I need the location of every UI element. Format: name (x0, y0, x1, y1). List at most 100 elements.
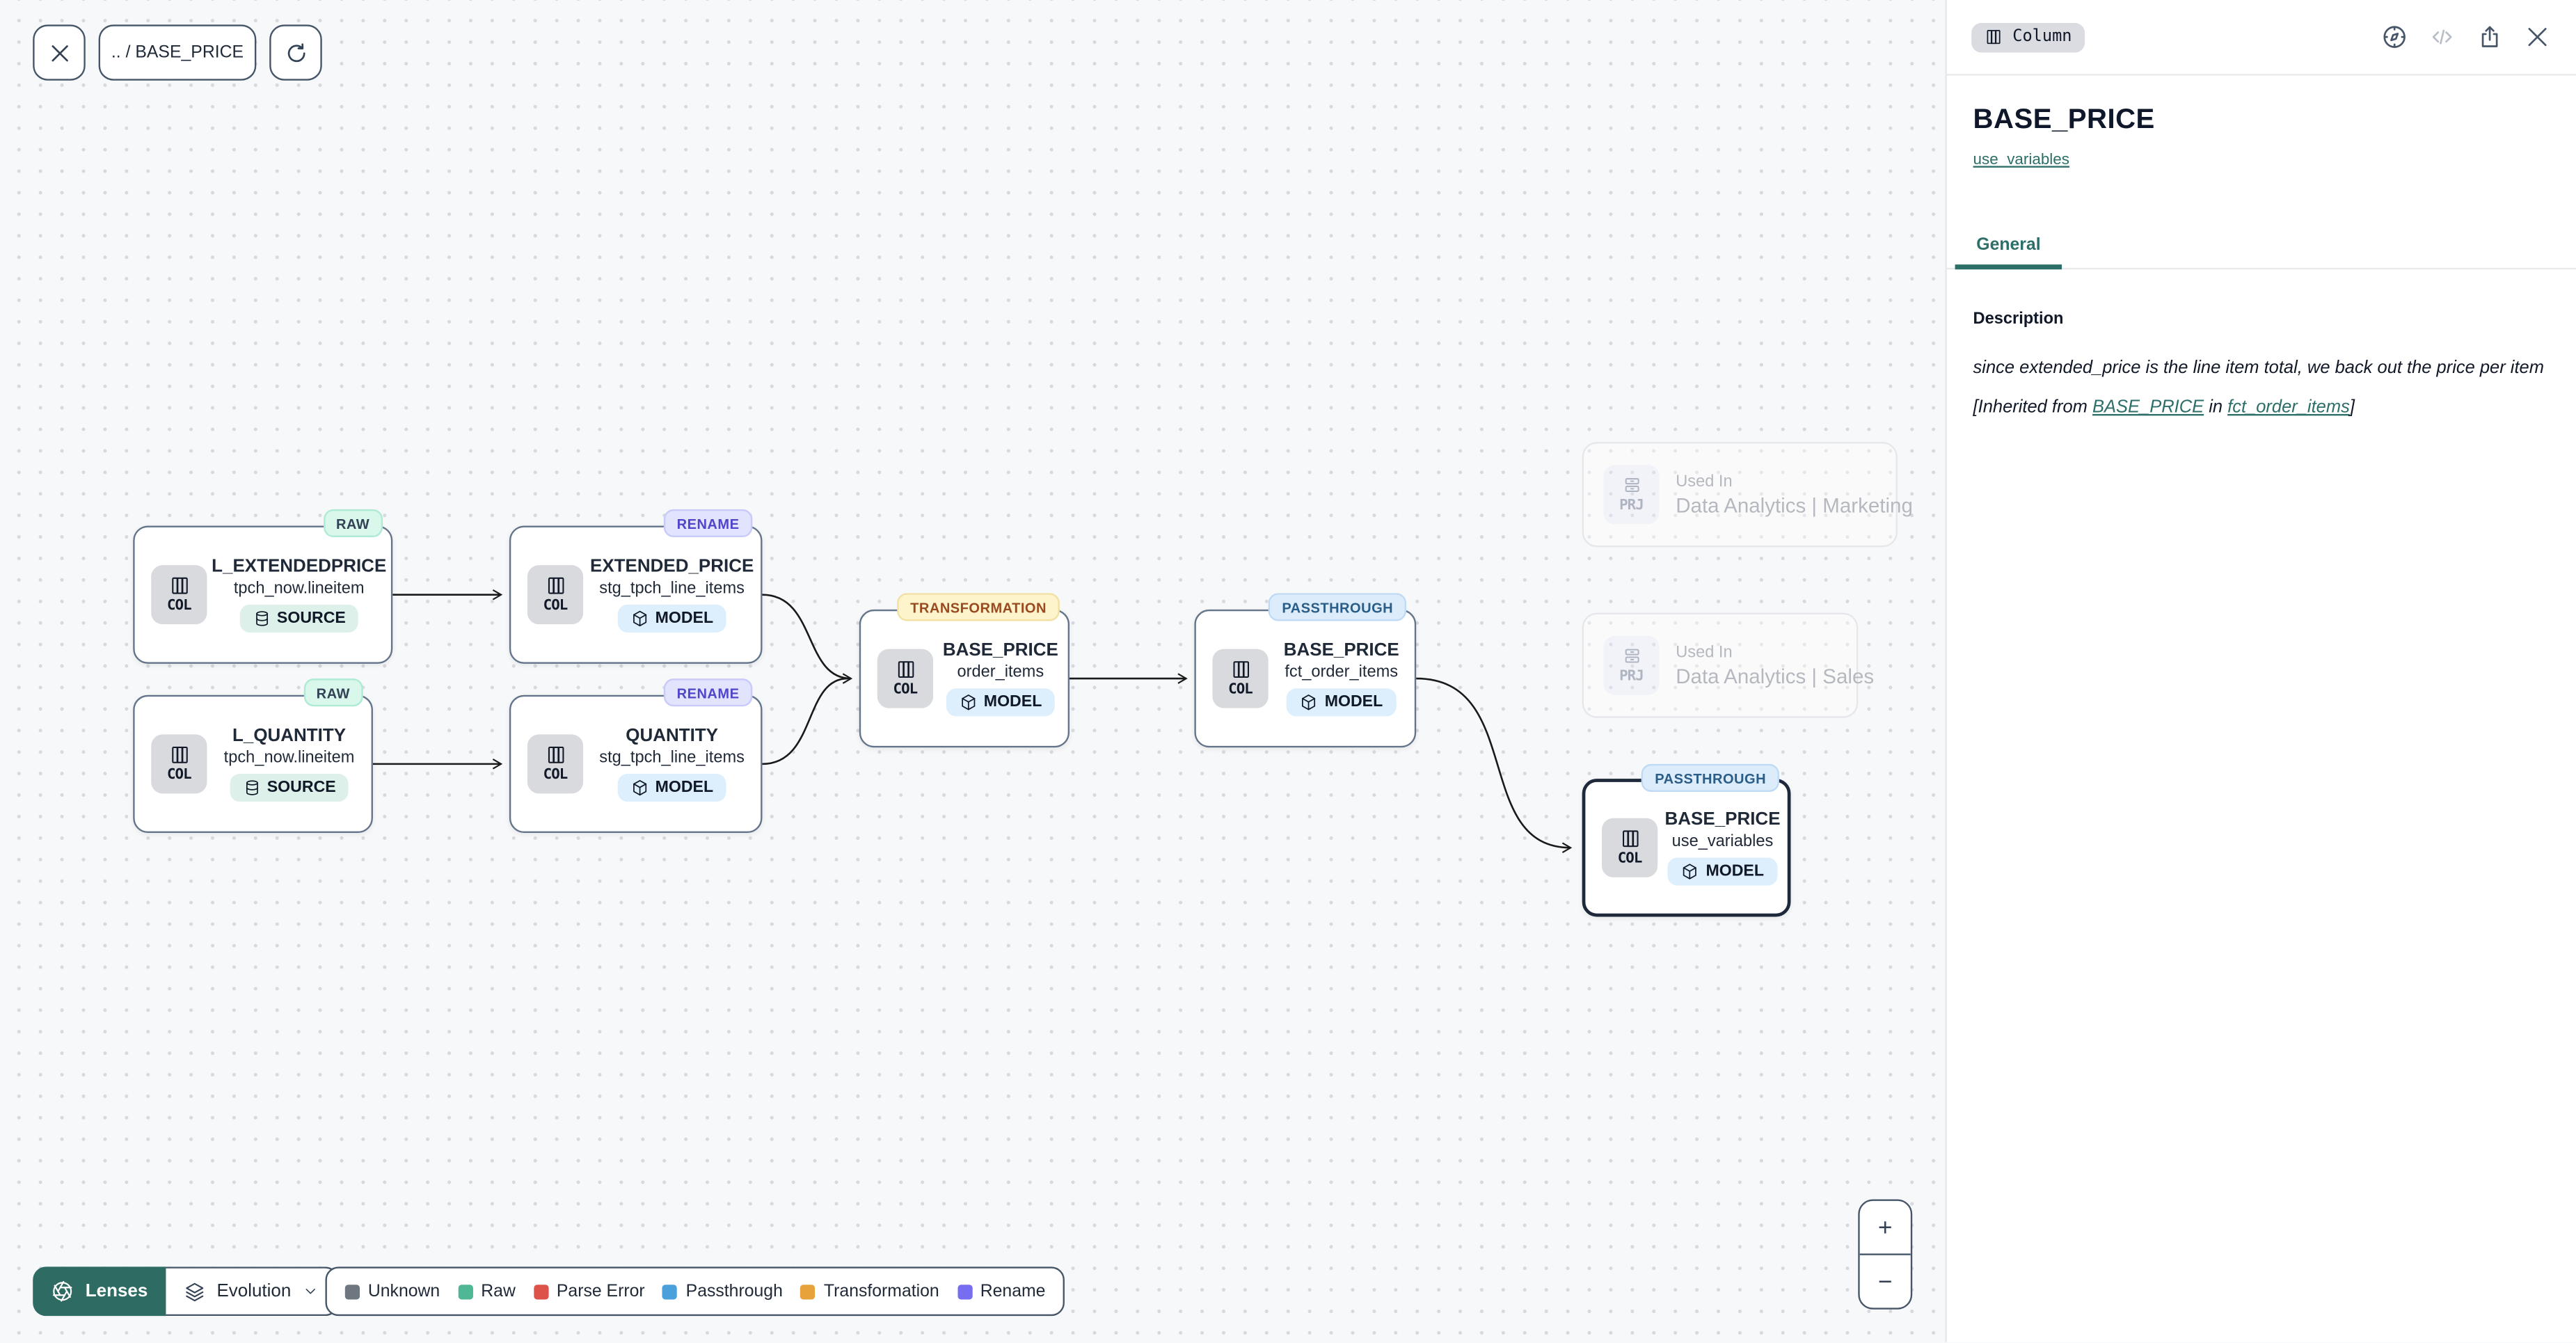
lenses-label: Lenses (85, 1281, 148, 1301)
columns-icon (171, 577, 187, 594)
columns-icon (1232, 661, 1248, 678)
legend-item-parse-error: Parse Error (533, 1282, 645, 1301)
cube-icon (961, 694, 975, 710)
tab-general[interactable]: General (1955, 222, 2062, 270)
node-title: L_EXTENDEDPRICE (212, 557, 387, 577)
legend-item-raw: Raw (458, 1282, 516, 1301)
cube-icon (1302, 694, 1316, 710)
node-subtitle: tpch_now.lineitem (233, 580, 365, 598)
node-subtitle: use_variables (1671, 833, 1774, 851)
model-type-chip: MODEL (1287, 688, 1397, 717)
legend-item-transformation: Transformation (800, 1282, 939, 1301)
lineage-node-l-extendedprice[interactable]: RAW COL L_EXTENDEDPRICE tpch_now.lineite… (133, 509, 393, 664)
details-panel: Column (1945, 0, 2576, 1343)
details-panel-header: Column (1946, 0, 2576, 76)
lineage-node-base-price-order-items[interactable]: TRANSFORMATION COL BASE_PRICE order_item… (859, 593, 1070, 748)
model-type-chip: MODEL (617, 604, 727, 633)
legend-swatch (957, 1284, 972, 1299)
layers-icon (186, 1282, 204, 1301)
chevron-down-icon (305, 1289, 316, 1294)
close-lineage-button[interactable] (33, 24, 86, 81)
lineage-node-base-price-use-variables[interactable]: PASSTHROUGH COL BASE_PRICE use_variables… (1582, 763, 1791, 917)
lineage-canvas[interactable]: .. / BASE_PRICE RAW COL L_EXTENDEDPRICE … (0, 0, 1946, 1343)
used-in-name: Data Analytics | Marketing (1676, 493, 1913, 517)
cube-icon (633, 779, 646, 796)
column-kind-chip: COL (527, 565, 584, 625)
zoom-controls: + − (1858, 1199, 1913, 1310)
node-subtitle: order_items (957, 663, 1044, 682)
node-title: BASE_PRICE (1283, 640, 1399, 661)
model-type-chip: MODEL (1668, 857, 1777, 886)
columns-icon (171, 746, 187, 763)
lens-badge-passthrough: PASSTHROUGH (1641, 763, 1779, 793)
description-text: since extended_price is the line item to… (1973, 358, 2544, 379)
evolution-lens-dropdown[interactable]: Evolution (166, 1266, 339, 1317)
node-title: EXTENDED_PRICE (590, 557, 754, 577)
model-type-chip: MODEL (617, 774, 727, 802)
node-subtitle: stg_tpch_line_items (599, 580, 745, 598)
legend-item-rename: Rename (957, 1282, 1045, 1301)
column-kind-chip: COL (1212, 649, 1269, 708)
column-kind-chip: COL (527, 734, 584, 794)
column-kind-chip: COL (877, 649, 934, 708)
view-code-button[interactable] (2428, 23, 2456, 51)
aperture-icon (52, 1280, 72, 1302)
lens-badge-raw: RAW (303, 678, 363, 707)
node-title: QUANTITY (626, 726, 719, 746)
page-title: BASE_PRICE (1973, 103, 2155, 135)
node-title: L_QUANTITY (232, 726, 347, 746)
inherited-note: [Inherited from BASE_PRICE in fct_order_… (1973, 398, 2355, 418)
columns-icon (1987, 30, 2001, 45)
legend-item-unknown: Unknown (344, 1282, 440, 1301)
lineage-node-l-quantity[interactable]: RAW COL L_QUANTITY tpch_now.lineitem SOU… (133, 678, 373, 834)
lens-badge-rename: RENAME (663, 678, 753, 707)
legend-swatch (344, 1284, 360, 1299)
column-kind-chip: COL (1601, 818, 1658, 877)
close-panel-button[interactable] (2523, 23, 2551, 51)
lineage-node-extended-price[interactable]: RENAME COL EXTENDED_PRICE stg_tpch_line_… (509, 509, 763, 664)
column-kind-chip: COL (151, 734, 207, 794)
close-icon (2528, 28, 2547, 47)
archive-icon (1624, 478, 1639, 493)
used-in-node-sales: PRJ Used In Data Analytics | Sales (1582, 612, 1874, 718)
explore-button[interactable] (2380, 23, 2408, 51)
model-link[interactable]: use_variables (1973, 151, 2069, 170)
node-title: BASE_PRICE (1664, 809, 1781, 830)
columns-icon (547, 577, 564, 594)
refresh-button[interactable] (269, 24, 322, 81)
lens-badge-passthrough: PASSTHROUGH (1269, 593, 1407, 621)
legend-swatch (533, 1284, 549, 1299)
columns-icon (897, 661, 914, 678)
columns-icon (547, 746, 564, 763)
columns-icon (1621, 830, 1638, 848)
compass-icon (2383, 26, 2406, 48)
cube-icon (1683, 864, 1697, 880)
panel-tabs: General (1946, 222, 2576, 270)
description-section: Description since extended_price is the … (1973, 310, 2550, 418)
lineage-node-base-price-fct-order-items[interactable]: PASSTHROUGH COL BASE_PRICE fct_order_ite… (1194, 593, 1417, 748)
database-icon (245, 780, 257, 795)
lenses-button[interactable]: Lenses (33, 1266, 166, 1317)
code-icon (2432, 29, 2452, 45)
cube-icon (633, 610, 646, 627)
share-button[interactable] (2476, 23, 2504, 51)
close-icon (51, 44, 67, 61)
lens-badge-rename: RENAME (663, 509, 753, 538)
inherited-model-link[interactable]: fct_order_items (2227, 398, 2350, 418)
archive-icon (1624, 649, 1639, 663)
lineage-node-quantity[interactable]: RENAME COL QUANTITY stg_tpch_line_items … (509, 678, 763, 834)
entity-type-badge: Column (1971, 22, 2085, 52)
used-in-label: Used In (1676, 643, 1733, 662)
breadcrumb[interactable]: .. / BASE_PRICE (98, 24, 257, 81)
zoom-in-button[interactable]: + (1877, 1213, 1893, 1241)
used-in-name: Data Analytics | Sales (1676, 665, 1875, 688)
project-kind-chip: PRJ (1603, 635, 1660, 695)
inherited-column-link[interactable]: BASE_PRICE (2092, 398, 2204, 418)
source-type-chip: SOURCE (239, 604, 359, 633)
breadcrumb-label: .. / BASE_PRICE (111, 42, 244, 63)
zoom-out-button[interactable]: − (1859, 1253, 1911, 1308)
legend-swatch (800, 1284, 816, 1299)
lens-legend: Unknown Raw Parse Error Passthrough Tran… (325, 1266, 1065, 1317)
share-icon (2481, 26, 2498, 47)
database-icon (255, 611, 267, 626)
